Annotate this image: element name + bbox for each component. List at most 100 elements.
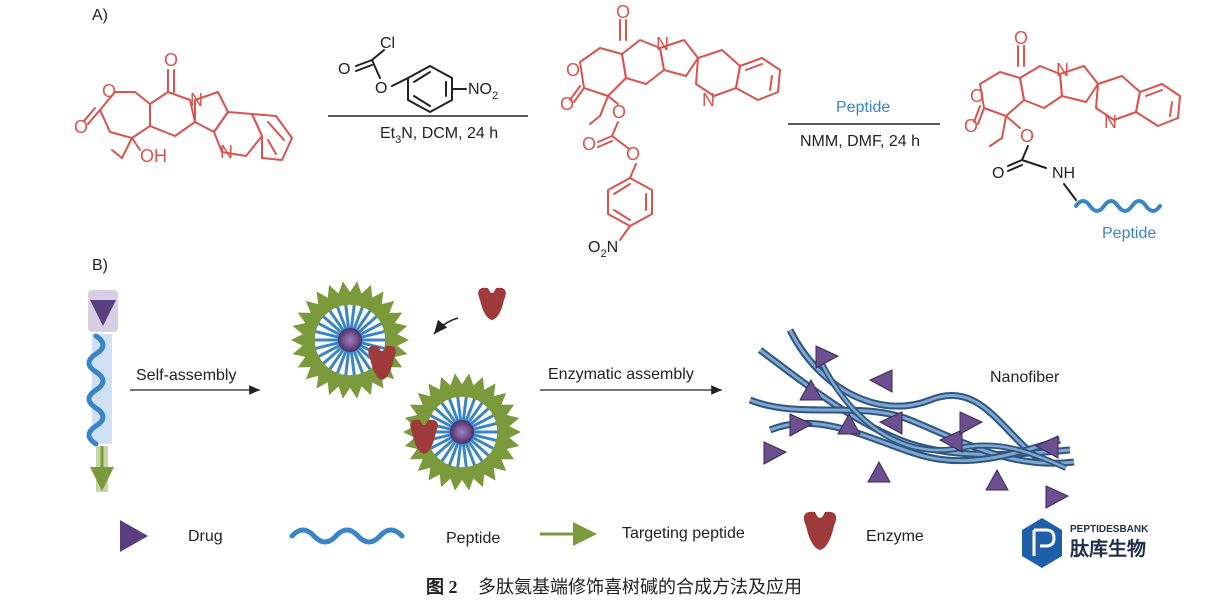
- micelle-targeting-ray: [333, 373, 358, 399]
- micelle-targeting-ray: [292, 319, 319, 344]
- enzyme-bound-icon-1: [368, 345, 396, 380]
- micelle-targeting-ray: [445, 373, 470, 399]
- legend-drug-icon: [120, 520, 148, 552]
- step2-conditions: NMM, DMF, 24 h: [800, 133, 920, 150]
- step2-reagent: Peptide: [836, 99, 890, 116]
- micelle-targeting-ray: [351, 284, 374, 312]
- drug-triangle-icon: [799, 378, 823, 401]
- atom-cl: Cl: [380, 35, 395, 52]
- micelle-targeting-ray: [480, 392, 507, 418]
- micelle-peptide-ray: [357, 329, 386, 340]
- micelle-targeting-ray: [487, 404, 515, 427]
- logo-brand-en: PEPTIDESBANK: [1070, 524, 1149, 535]
- micelle-targeting-ray: [342, 373, 367, 399]
- atom-o-ring-1: O: [102, 81, 116, 101]
- atom-oh: OH: [140, 146, 167, 166]
- atom-o-int-1: O: [616, 2, 630, 22]
- drug-triangle-icon: [985, 468, 1009, 491]
- micelle-targeting-ray: [368, 300, 395, 326]
- legend-peptide-icon: [289, 527, 405, 545]
- drug-triangle-icon: [867, 460, 891, 483]
- micelle-targeting-ray: [360, 291, 384, 319]
- logo-brand-cn: 肽库生物: [1070, 537, 1146, 560]
- figure-caption: 多肽氨基端修饰喜树碱的合成方法及应用: [478, 577, 802, 597]
- atom-o-prod-5: O: [992, 165, 1004, 182]
- atom-o-prod-2: O: [970, 86, 984, 106]
- micelle-targeting-ray: [375, 312, 403, 335]
- legend-peptide-label: Peptide: [446, 530, 500, 547]
- nanofiber-bundle: [748, 328, 1075, 471]
- micelle-targeting-ray: [305, 354, 332, 380]
- legend-drug-label: Drug: [188, 528, 223, 545]
- reagent-nitrophenyl-chloroformate: Cl O O NO2: [338, 35, 498, 113]
- atom-nh: NH: [1052, 165, 1075, 182]
- atom-o2n: O2N: [588, 239, 618, 260]
- micelle-peptide-ray: [469, 421, 498, 432]
- peptidesbank-logo: PEPTIDESBANK 肽库生物: [1022, 518, 1149, 568]
- micelle-targeting-ray: [409, 404, 437, 427]
- micelle-targeting-ray: [438, 460, 461, 488]
- micelle-peptide-ray: [344, 303, 351, 333]
- atom-o-reagent-2: O: [375, 80, 387, 97]
- atom-o-int-3: O: [560, 94, 574, 114]
- micelle-targeting-ray: [297, 312, 325, 335]
- atom-n-2: N: [220, 142, 233, 162]
- micelle-targeting-ray: [333, 281, 358, 307]
- micelle-targeting-ray: [454, 465, 479, 491]
- atom-o-carbonyl-1: O: [74, 117, 88, 137]
- micelle-targeting-ray: [472, 383, 496, 411]
- micelle-targeting-ray: [463, 460, 486, 488]
- enzyme-bound-icon-2: [410, 419, 438, 454]
- micelle-targeting-ray: [480, 446, 507, 472]
- micelle-targeting-ray: [417, 392, 444, 418]
- drug-triangle-icon: [878, 411, 903, 435]
- micelle-peptide-ray: [461, 439, 468, 469]
- micelle-upper: [291, 281, 409, 399]
- micelle-peptide-ray: [456, 395, 463, 425]
- micelle-targeting-ray: [342, 281, 367, 307]
- atom-n-prod-1: N: [1056, 60, 1069, 80]
- micelle-targeting-ray: [417, 446, 444, 472]
- micelle-targeting-ray: [351, 368, 374, 396]
- micelle-targeting-ray: [305, 300, 332, 326]
- micelle-targeting-ray: [381, 319, 408, 344]
- nanofiber-drug-markers: [763, 345, 1070, 509]
- micelle-targeting-ray: [493, 411, 520, 436]
- camptothecin-start: O O OH O N N: [74, 50, 293, 166]
- drug-triangle-icon: [815, 345, 840, 369]
- atom-n-int-1: N: [656, 34, 669, 54]
- micelle-targeting-ray: [428, 383, 452, 411]
- atom-o-int-2: O: [566, 60, 580, 80]
- drug-triangle-icon: [837, 412, 861, 435]
- drug-triangle-icon: [938, 429, 963, 453]
- micelle-targeting-ray: [454, 373, 479, 399]
- peptide-highlight: [92, 334, 112, 444]
- nanofiber-label: Nanofiber: [990, 369, 1060, 386]
- micelle-peptide-ray: [314, 340, 343, 351]
- atom-n-prod-2: N: [1104, 112, 1117, 132]
- micelle-targeting-ray: [428, 453, 452, 481]
- step1-conditions: Et3N, DCM, 24 h: [380, 125, 498, 146]
- legend-enzyme-icon: [803, 511, 837, 550]
- micelle-targeting-ray: [316, 361, 340, 389]
- drug-icon: [90, 300, 116, 326]
- atom-no2: NO2: [468, 81, 498, 102]
- peptide-conjugate-product: O O O N N O O NH Peptide: [964, 28, 1181, 242]
- micelle-targeting-ray: [493, 428, 520, 453]
- atom-o-int-4: O: [612, 102, 626, 122]
- micelle-peptide-ray: [349, 347, 356, 377]
- legend-enzyme-label: Enzyme: [866, 528, 924, 545]
- carbonate-intermediate: O O O N N O O O O2N: [560, 2, 781, 260]
- micelle-targeting-ray: [316, 291, 340, 319]
- peptide-helix-icon: [86, 333, 106, 447]
- atom-o-prod-1: O: [1014, 28, 1028, 48]
- micelle-targeting-ray: [297, 345, 325, 368]
- drug-triangle-icon: [868, 369, 893, 393]
- micelle-targeting-ray: [463, 376, 486, 404]
- peptide-drug-monomer: [86, 290, 118, 492]
- panel-a-label: A): [92, 7, 108, 24]
- product-peptide-label: Peptide: [1102, 225, 1156, 242]
- peptide-chain-icon: [1074, 199, 1162, 213]
- atom-o-reagent-1: O: [338, 61, 350, 78]
